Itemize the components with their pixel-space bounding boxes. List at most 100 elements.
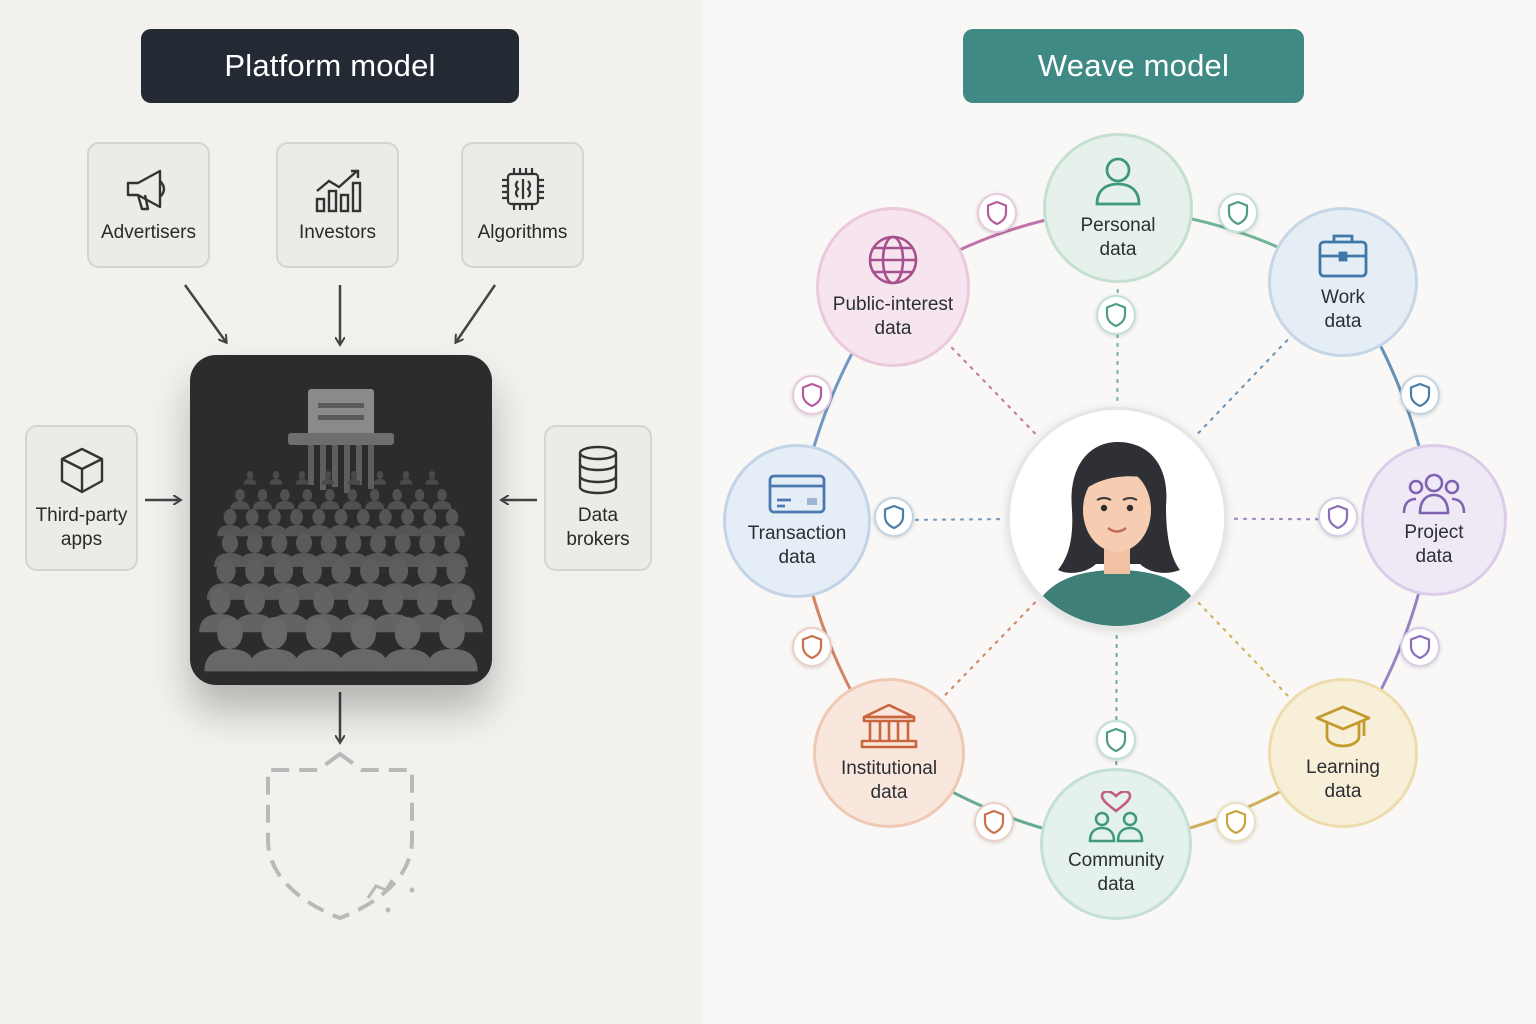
crowd-body <box>347 479 361 485</box>
crowd-body <box>342 501 362 510</box>
node-label: Transaction data <box>747 523 847 568</box>
node-learning-data: Learning data <box>1268 678 1418 828</box>
shield-icon <box>792 627 832 667</box>
crowd-head <box>298 471 306 479</box>
crowd-head <box>278 588 300 614</box>
crowd-head <box>437 489 447 501</box>
crowd-body <box>399 479 413 485</box>
crowd-body <box>387 501 407 510</box>
crowd-head <box>360 559 380 583</box>
crowd-head <box>217 617 243 649</box>
briefcase-icon <box>1318 234 1368 278</box>
crowd-head <box>223 509 237 525</box>
shield-icon <box>1400 375 1440 415</box>
crowd-head <box>313 588 335 614</box>
crowd-head <box>445 509 459 525</box>
crowd-head <box>331 559 351 583</box>
crowd-head <box>324 489 335 501</box>
crowd-head <box>320 533 337 553</box>
shield-icon <box>1318 497 1358 537</box>
crowd-head <box>302 559 322 583</box>
crowd-head <box>376 471 384 479</box>
crowd-body <box>350 525 376 537</box>
spoke-link <box>1197 338 1289 434</box>
node-personal-data: Personal data <box>1043 133 1193 283</box>
crowd-head <box>257 489 268 501</box>
source-data-brokers: Data brokers <box>544 425 652 571</box>
person-avatar <box>1007 407 1227 629</box>
crowd-body <box>269 479 283 485</box>
chip-icon <box>501 168 544 210</box>
crowd-head <box>350 471 358 479</box>
institution-icon <box>860 703 918 749</box>
node-work-data: Work data <box>1268 207 1418 357</box>
crowd-head <box>369 489 380 501</box>
node-label: Community data <box>1067 850 1165 895</box>
crowd-head <box>272 471 280 479</box>
crowd-head <box>401 509 414 525</box>
crowd-body <box>321 479 335 485</box>
crowd-body <box>373 479 387 485</box>
node-community-data: Community data <box>1040 768 1192 920</box>
crowd-head <box>222 533 238 553</box>
source-algorithms: Algorithms <box>461 142 584 268</box>
node-label: Project data <box>1404 522 1464 567</box>
card-icon <box>768 474 826 514</box>
crowd-head <box>306 617 332 649</box>
crowd-head <box>417 588 438 614</box>
crowd-head <box>370 533 386 553</box>
shield-icon <box>1096 295 1136 335</box>
crowd-head <box>423 509 437 525</box>
community-heart-icon <box>1088 791 1144 843</box>
node-label: Public-interest data <box>832 294 954 339</box>
crowd-head <box>428 471 436 479</box>
node-label: Work data <box>1321 287 1365 332</box>
database-icon <box>578 445 618 495</box>
crowd-body <box>204 649 256 672</box>
crowd-head <box>246 533 263 553</box>
platform-model-title: Platform model <box>141 29 519 103</box>
person-icon <box>1095 157 1141 206</box>
crowd-body <box>426 649 478 672</box>
source-advertisers: Advertisers <box>87 142 210 268</box>
crowd-body <box>297 501 317 510</box>
crowd-head <box>414 489 425 501</box>
node-project-data: Project data <box>1361 444 1507 596</box>
source-investors: Investors <box>276 142 399 268</box>
source-label: Advertisers <box>100 222 197 243</box>
crowd-body <box>337 649 389 672</box>
crowd-body <box>239 525 265 537</box>
crowd-funnel-icon <box>199 389 483 672</box>
crowd-head <box>345 533 362 553</box>
platform-arrows <box>145 284 537 1024</box>
cube-icon <box>60 447 103 494</box>
crowd-body <box>328 525 354 537</box>
crowd-body <box>425 479 439 485</box>
crowd-body <box>293 649 345 672</box>
shield-icon <box>1218 193 1258 233</box>
platform-hub <box>190 355 492 685</box>
crowd-head <box>245 559 265 583</box>
node-transaction-data: Transaction data <box>723 444 871 598</box>
crowd-head <box>244 588 265 614</box>
crowd-head <box>419 533 436 553</box>
crowd-head <box>394 617 421 649</box>
shield-icon <box>974 802 1014 842</box>
shield-icon <box>792 375 832 415</box>
group-icon <box>1402 473 1466 515</box>
crowd-body <box>295 479 309 485</box>
crowd-head <box>280 489 290 501</box>
crowd-body <box>439 525 465 537</box>
crowd-head <box>347 588 369 614</box>
shield-icon <box>1096 720 1136 760</box>
crowd-body <box>252 501 273 510</box>
arrow-advertisers <box>183 284 226 342</box>
crowd-body <box>243 479 257 485</box>
source-label: Third-party apps <box>35 505 128 550</box>
bar-chart-icon <box>315 169 361 213</box>
shield-icon <box>874 497 914 537</box>
node-label: Institutional data <box>840 758 938 803</box>
crowd-body <box>417 525 443 537</box>
node-label: Learning data <box>1306 757 1380 802</box>
broken-shield-icon <box>266 751 415 921</box>
